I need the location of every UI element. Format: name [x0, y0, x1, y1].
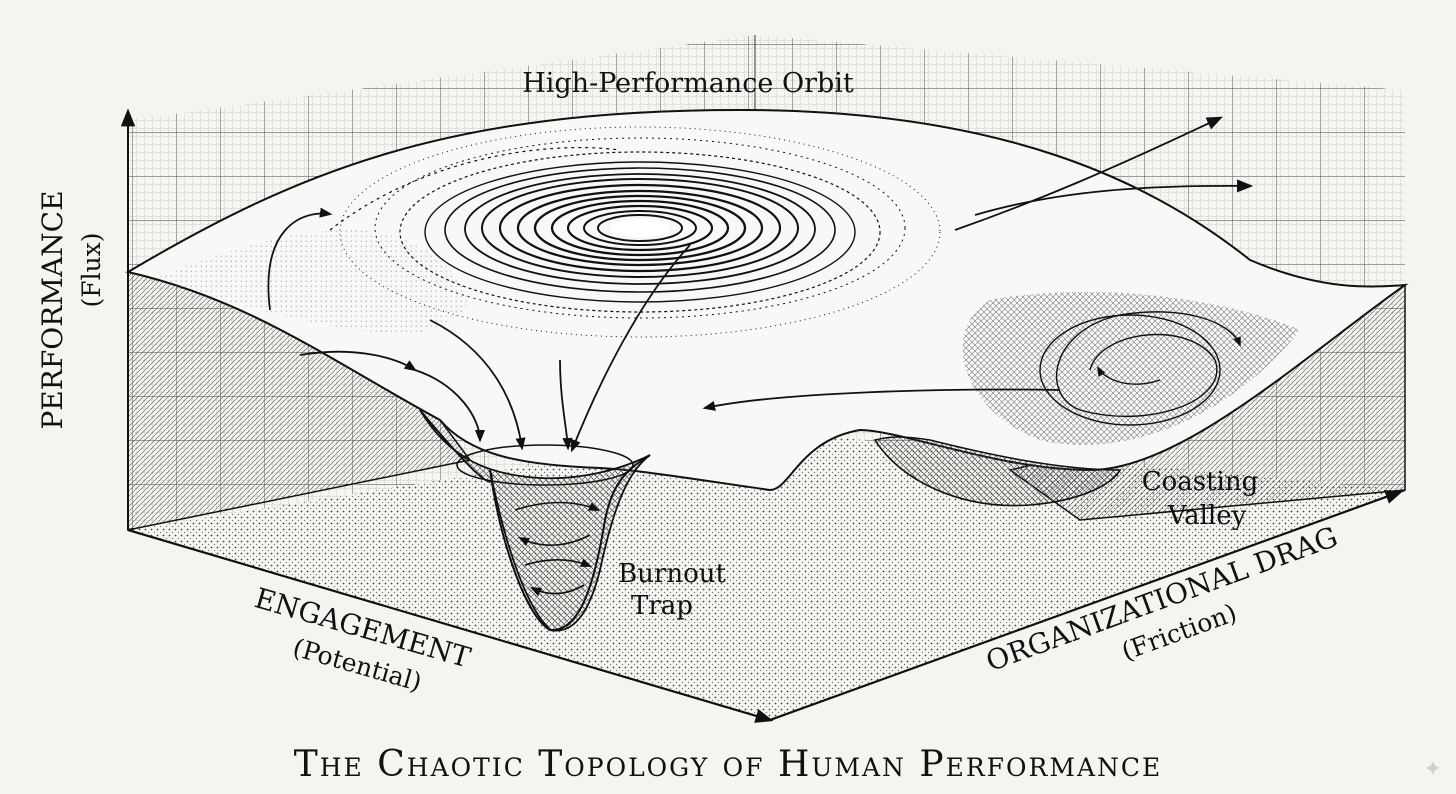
burnout-label-line2: Trap	[631, 591, 693, 621]
performance-axis-sub: (Flux)	[77, 232, 106, 307]
diagram-title: The Chaotic Topology of Human Performanc…	[294, 744, 1163, 785]
orbit-label: High-Performance Orbit	[522, 68, 854, 99]
coasting-label-line2: Valley	[1167, 501, 1247, 531]
sparkle-icon: ✦	[1424, 757, 1442, 782]
coasting-label-line1: Coasting	[1142, 467, 1259, 497]
burnout-label-line1: Burnout	[618, 559, 726, 589]
orbit-center	[610, 219, 670, 237]
performance-axis-label: PERFORMANCE	[36, 190, 69, 429]
